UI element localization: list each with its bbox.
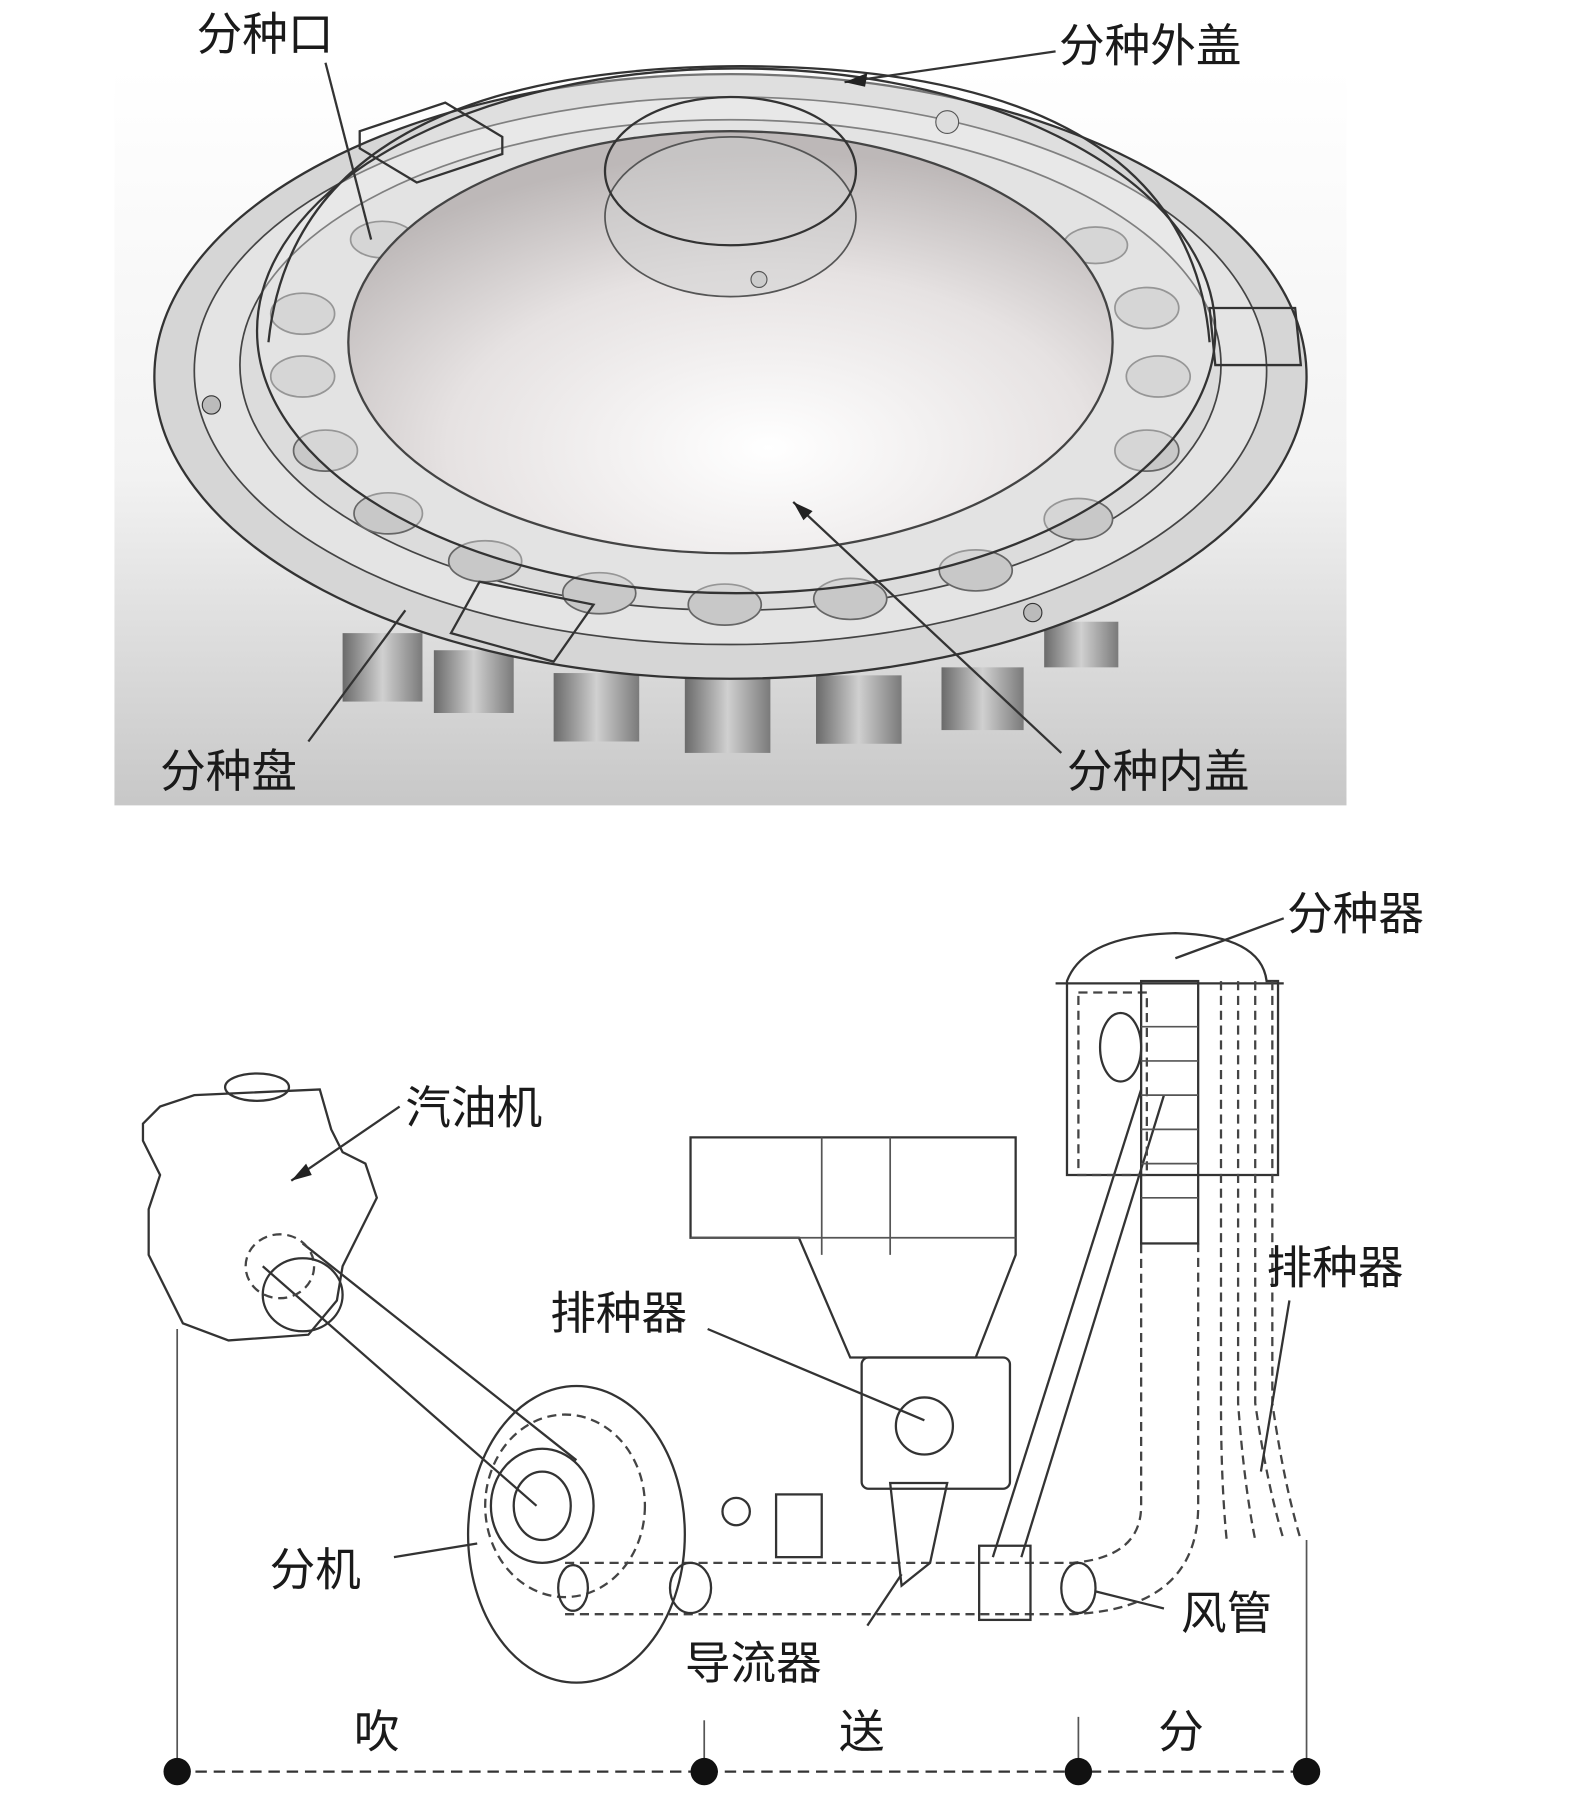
label-seed-outlet: 分种口 xyxy=(197,8,334,61)
seed-distributor-3d-render xyxy=(114,65,1347,806)
distributor xyxy=(1065,932,1280,1177)
label-deflector: 导流器 xyxy=(685,1637,822,1690)
seeder-system-drawing xyxy=(141,932,1302,1684)
stage-dimension-line xyxy=(163,1329,1321,1786)
top-opening xyxy=(603,95,858,247)
label-fan: 分机 xyxy=(270,1544,361,1597)
top-leader-lines xyxy=(307,50,1063,754)
fan xyxy=(466,1384,686,1684)
metering-box xyxy=(860,1356,1012,1490)
label-air-duct: 风管 xyxy=(1181,1587,1272,1640)
inner-cover xyxy=(347,130,1114,555)
stage-label-distribute: 分 xyxy=(1158,1706,1204,1759)
label-outer-cover: 分种外盖 xyxy=(1059,20,1242,73)
label-seed-plate: 分种盘 xyxy=(160,745,297,798)
stage-label-blow: 吹 xyxy=(354,1706,400,1759)
label-metering-device-right: 排种器 xyxy=(1267,1241,1404,1294)
label-metering-device-center: 排种器 xyxy=(550,1287,687,1340)
label-distributor: 分种器 xyxy=(1287,888,1424,941)
bottom-leader-lines xyxy=(290,917,1291,1627)
engine xyxy=(141,1088,379,1342)
label-engine: 汽油机 xyxy=(405,1082,542,1135)
hopper xyxy=(689,1136,1017,1359)
label-inner-cover: 分种内盖 xyxy=(1067,745,1250,798)
seed-holes xyxy=(269,220,1192,626)
outlet-tubes xyxy=(342,621,1119,753)
stage-label-convey: 送 xyxy=(839,1706,885,1759)
